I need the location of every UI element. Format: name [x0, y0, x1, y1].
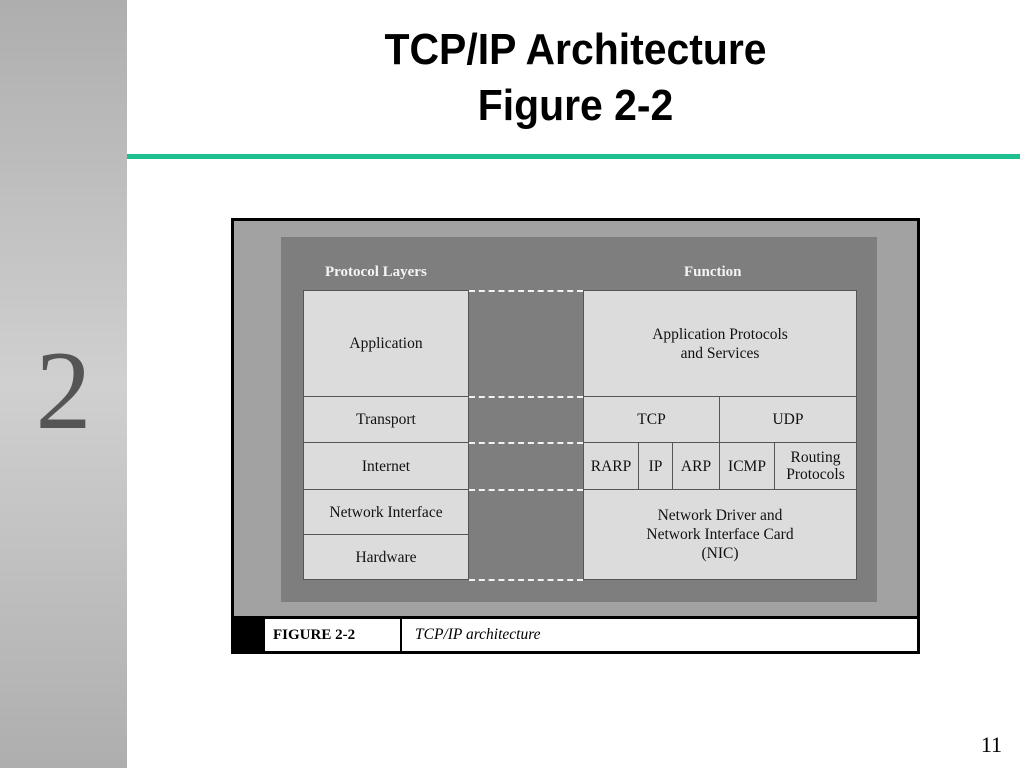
- figure-inner-panel: Protocol Layers Function Application Tra…: [281, 237, 877, 602]
- figure-caption: FIGURE 2-2 TCP/IP architecture: [265, 619, 917, 651]
- connector-line: [469, 442, 583, 444]
- caption-divider: [400, 619, 402, 651]
- layer-internet: Internet: [303, 442, 469, 490]
- page-number: 11: [980, 732, 1002, 757]
- function-rarp: RARP: [583, 442, 639, 490]
- figure-caption-label: FIGURE 2-2: [273, 627, 356, 643]
- layer-application: Application: [303, 290, 469, 397]
- function-routing-protocols: Routing Protocols: [774, 442, 857, 490]
- function-udp: UDP: [719, 396, 857, 443]
- layer-network-interface: Network Interface: [303, 489, 469, 535]
- slide-title-line-1: TCP/IP Architecture: [384, 25, 767, 74]
- connector-line: [469, 579, 583, 581]
- function-header: Function: [684, 264, 742, 280]
- figure-panel: Protocol Layers Function Application Tra…: [234, 221, 917, 616]
- connector-line: [469, 290, 583, 292]
- connector-line: [469, 489, 583, 491]
- chapter-number: 2: [35, 329, 92, 453]
- slide-title: TCP/IP Architecture Figure 2-2: [127, 22, 1024, 134]
- figure-caption-text: TCP/IP architecture: [415, 626, 541, 643]
- slide-title-line-2: Figure 2-2: [477, 81, 674, 130]
- title-divider: [127, 154, 1020, 159]
- layer-transport: Transport: [303, 396, 469, 443]
- function-icmp: ICMP: [719, 442, 775, 490]
- function-ip: IP: [638, 442, 673, 490]
- connector-line: [469, 396, 583, 398]
- function-tcp: TCP: [583, 396, 720, 443]
- function-application-protocols: Application Protocols and Services: [583, 290, 857, 397]
- function-network-driver-nic: Network Driver and Network Interface Car…: [583, 489, 857, 580]
- function-arp: ARP: [672, 442, 720, 490]
- chapter-sidebar: 2: [0, 0, 127, 768]
- layer-hardware: Hardware: [303, 534, 469, 580]
- protocol-layers-header: Protocol Layers: [325, 264, 427, 280]
- tcpip-figure: Protocol Layers Function Application Tra…: [231, 218, 920, 654]
